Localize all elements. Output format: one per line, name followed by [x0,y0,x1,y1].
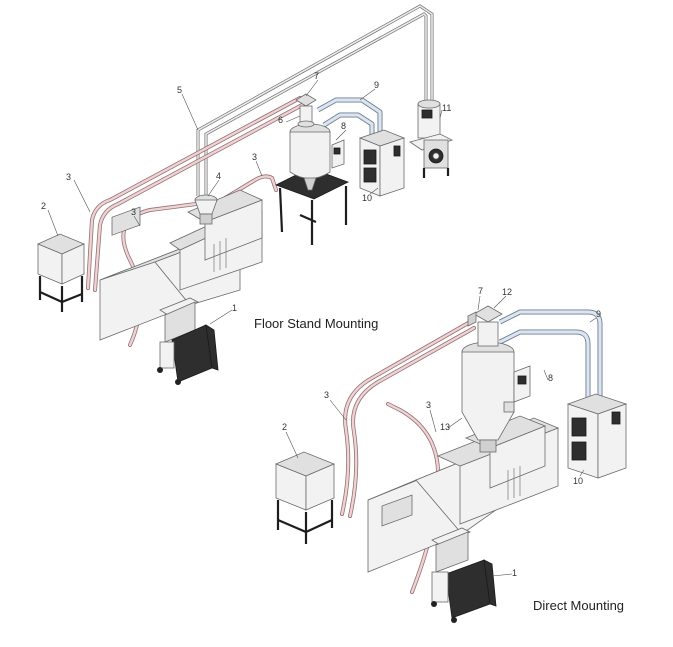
callout-1-top: 1 [232,303,237,313]
dryer-10-top [358,129,406,197]
callout-2-bottom: 2 [282,422,287,432]
callout-9-bottom: 9 [596,309,601,319]
machine-loader-4 [194,194,218,225]
drying-hopper-13 [461,341,531,453]
direct-mount-caption: Direct Mounting [533,598,625,613]
molding-machine-top [99,189,264,341]
dryer-11 [409,99,454,178]
callout-7-bottom: 7 [478,286,483,296]
floor-stand-caption: Floor Stand Mounting [254,316,379,331]
dryer-10-bottom [566,393,628,479]
granulator-bottom [431,527,497,623]
air-pipe-9-bottom [498,309,603,404]
callout-3-top-b: 3 [66,172,71,182]
callout-3-top-c: 3 [131,207,136,217]
callout-1-bottom: 1 [512,568,517,578]
callout-11: 11 [442,103,451,113]
drying-hopper-stand [274,123,350,245]
material-bin-top [36,233,86,312]
callout-7-top: 7 [314,71,319,81]
callout-5: 5 [177,85,182,95]
material-bin-bottom [274,451,336,544]
callout-4: 4 [216,171,221,181]
callout-3-top-a: 3 [252,152,257,162]
direct-mount-layout: 7 12 9 8 3 3 13 2 10 1 [274,286,628,623]
granulator-top [157,297,219,385]
conveying-pipe-bottom [340,320,476,594]
hopper-loader-7 [295,93,317,128]
air-pipe-9-top [316,97,383,140]
callout-13: 13 [440,422,450,432]
callout-9-top: 9 [374,80,379,90]
callout-12: 12 [502,287,512,297]
callout-2-top: 2 [41,201,46,211]
callout-10-bottom: 10 [573,476,583,486]
callout-8-top: 8 [341,121,346,131]
callouts-bottom: 7 12 9 8 3 3 13 2 10 1 [282,286,601,578]
callouts-top: 7 5 9 8 11 6 3 4 3 3 2 10 1 [41,71,451,325]
conveying-pipe-top [86,96,306,347]
floor-stand-layout: 7 5 9 8 11 6 3 4 3 3 2 10 1 [36,4,454,385]
callout-3-bottom-b: 3 [426,400,431,410]
callout-10-top: 10 [362,193,372,203]
callout-3-bottom-a: 3 [324,390,329,400]
callout-6: 6 [278,115,283,125]
callout-8-bottom: 8 [548,373,553,383]
hopper-loader-12 [467,305,503,347]
